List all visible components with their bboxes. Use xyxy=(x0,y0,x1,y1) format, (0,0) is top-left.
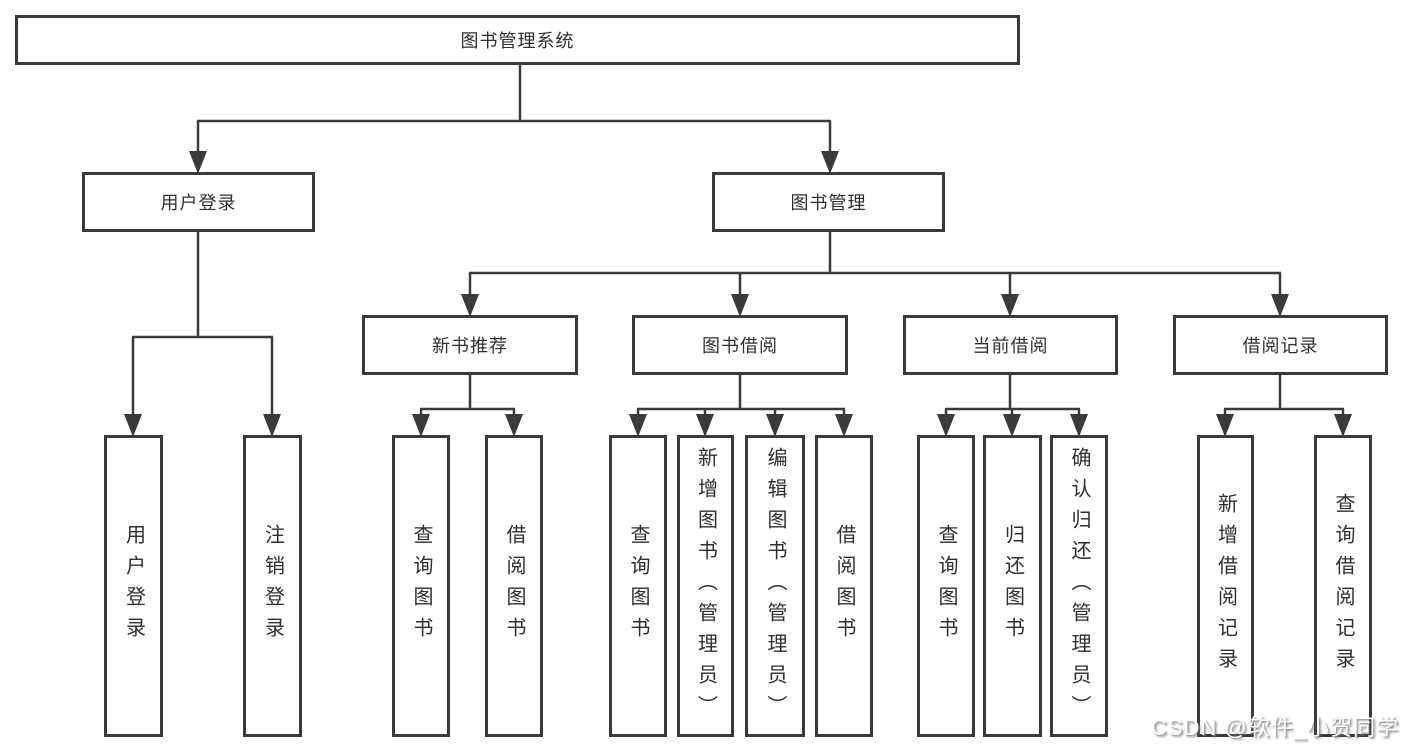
node-book-management-branch: 图书管理 xyxy=(712,172,945,232)
leaf-add-book-admin: 新增图书（管理员） xyxy=(677,435,734,737)
leaf-confirm-return-admin: 确认归还（管理员） xyxy=(1050,435,1108,737)
node-current-borrow: 当前借阅 xyxy=(903,315,1118,375)
leaf-query-books-1: 查询图书 xyxy=(392,435,450,737)
leaf-query-books-3: 查询图书 xyxy=(917,435,975,737)
node-new-book-recommend: 新书推荐 xyxy=(362,315,578,375)
leaf-query-books-2: 查询图书 xyxy=(609,435,667,737)
node-book-borrow: 图书借阅 xyxy=(632,315,848,375)
leaf-borrow-books-1: 借阅图书 xyxy=(485,435,543,737)
node-user-login-branch: 用户登录 xyxy=(82,172,315,232)
leaf-logout: 注销登录 xyxy=(243,435,302,737)
leaf-return-book: 归还图书 xyxy=(983,435,1042,737)
leaf-add-borrow-record: 新增借阅记录 xyxy=(1197,435,1254,737)
leaf-query-borrow-record: 查询借阅记录 xyxy=(1314,435,1372,737)
watermark: CSDN @软件_小贺同学 xyxy=(1150,715,1399,740)
node-root-system: 图书管理系统 xyxy=(15,15,1020,65)
node-borrow-records: 借阅记录 xyxy=(1173,315,1388,375)
leaf-edit-book-admin: 编辑图书（管理员） xyxy=(745,435,805,737)
leaf-borrow-books-2: 借阅图书 xyxy=(815,435,873,737)
leaf-user-login: 用户登录 xyxy=(104,435,163,737)
